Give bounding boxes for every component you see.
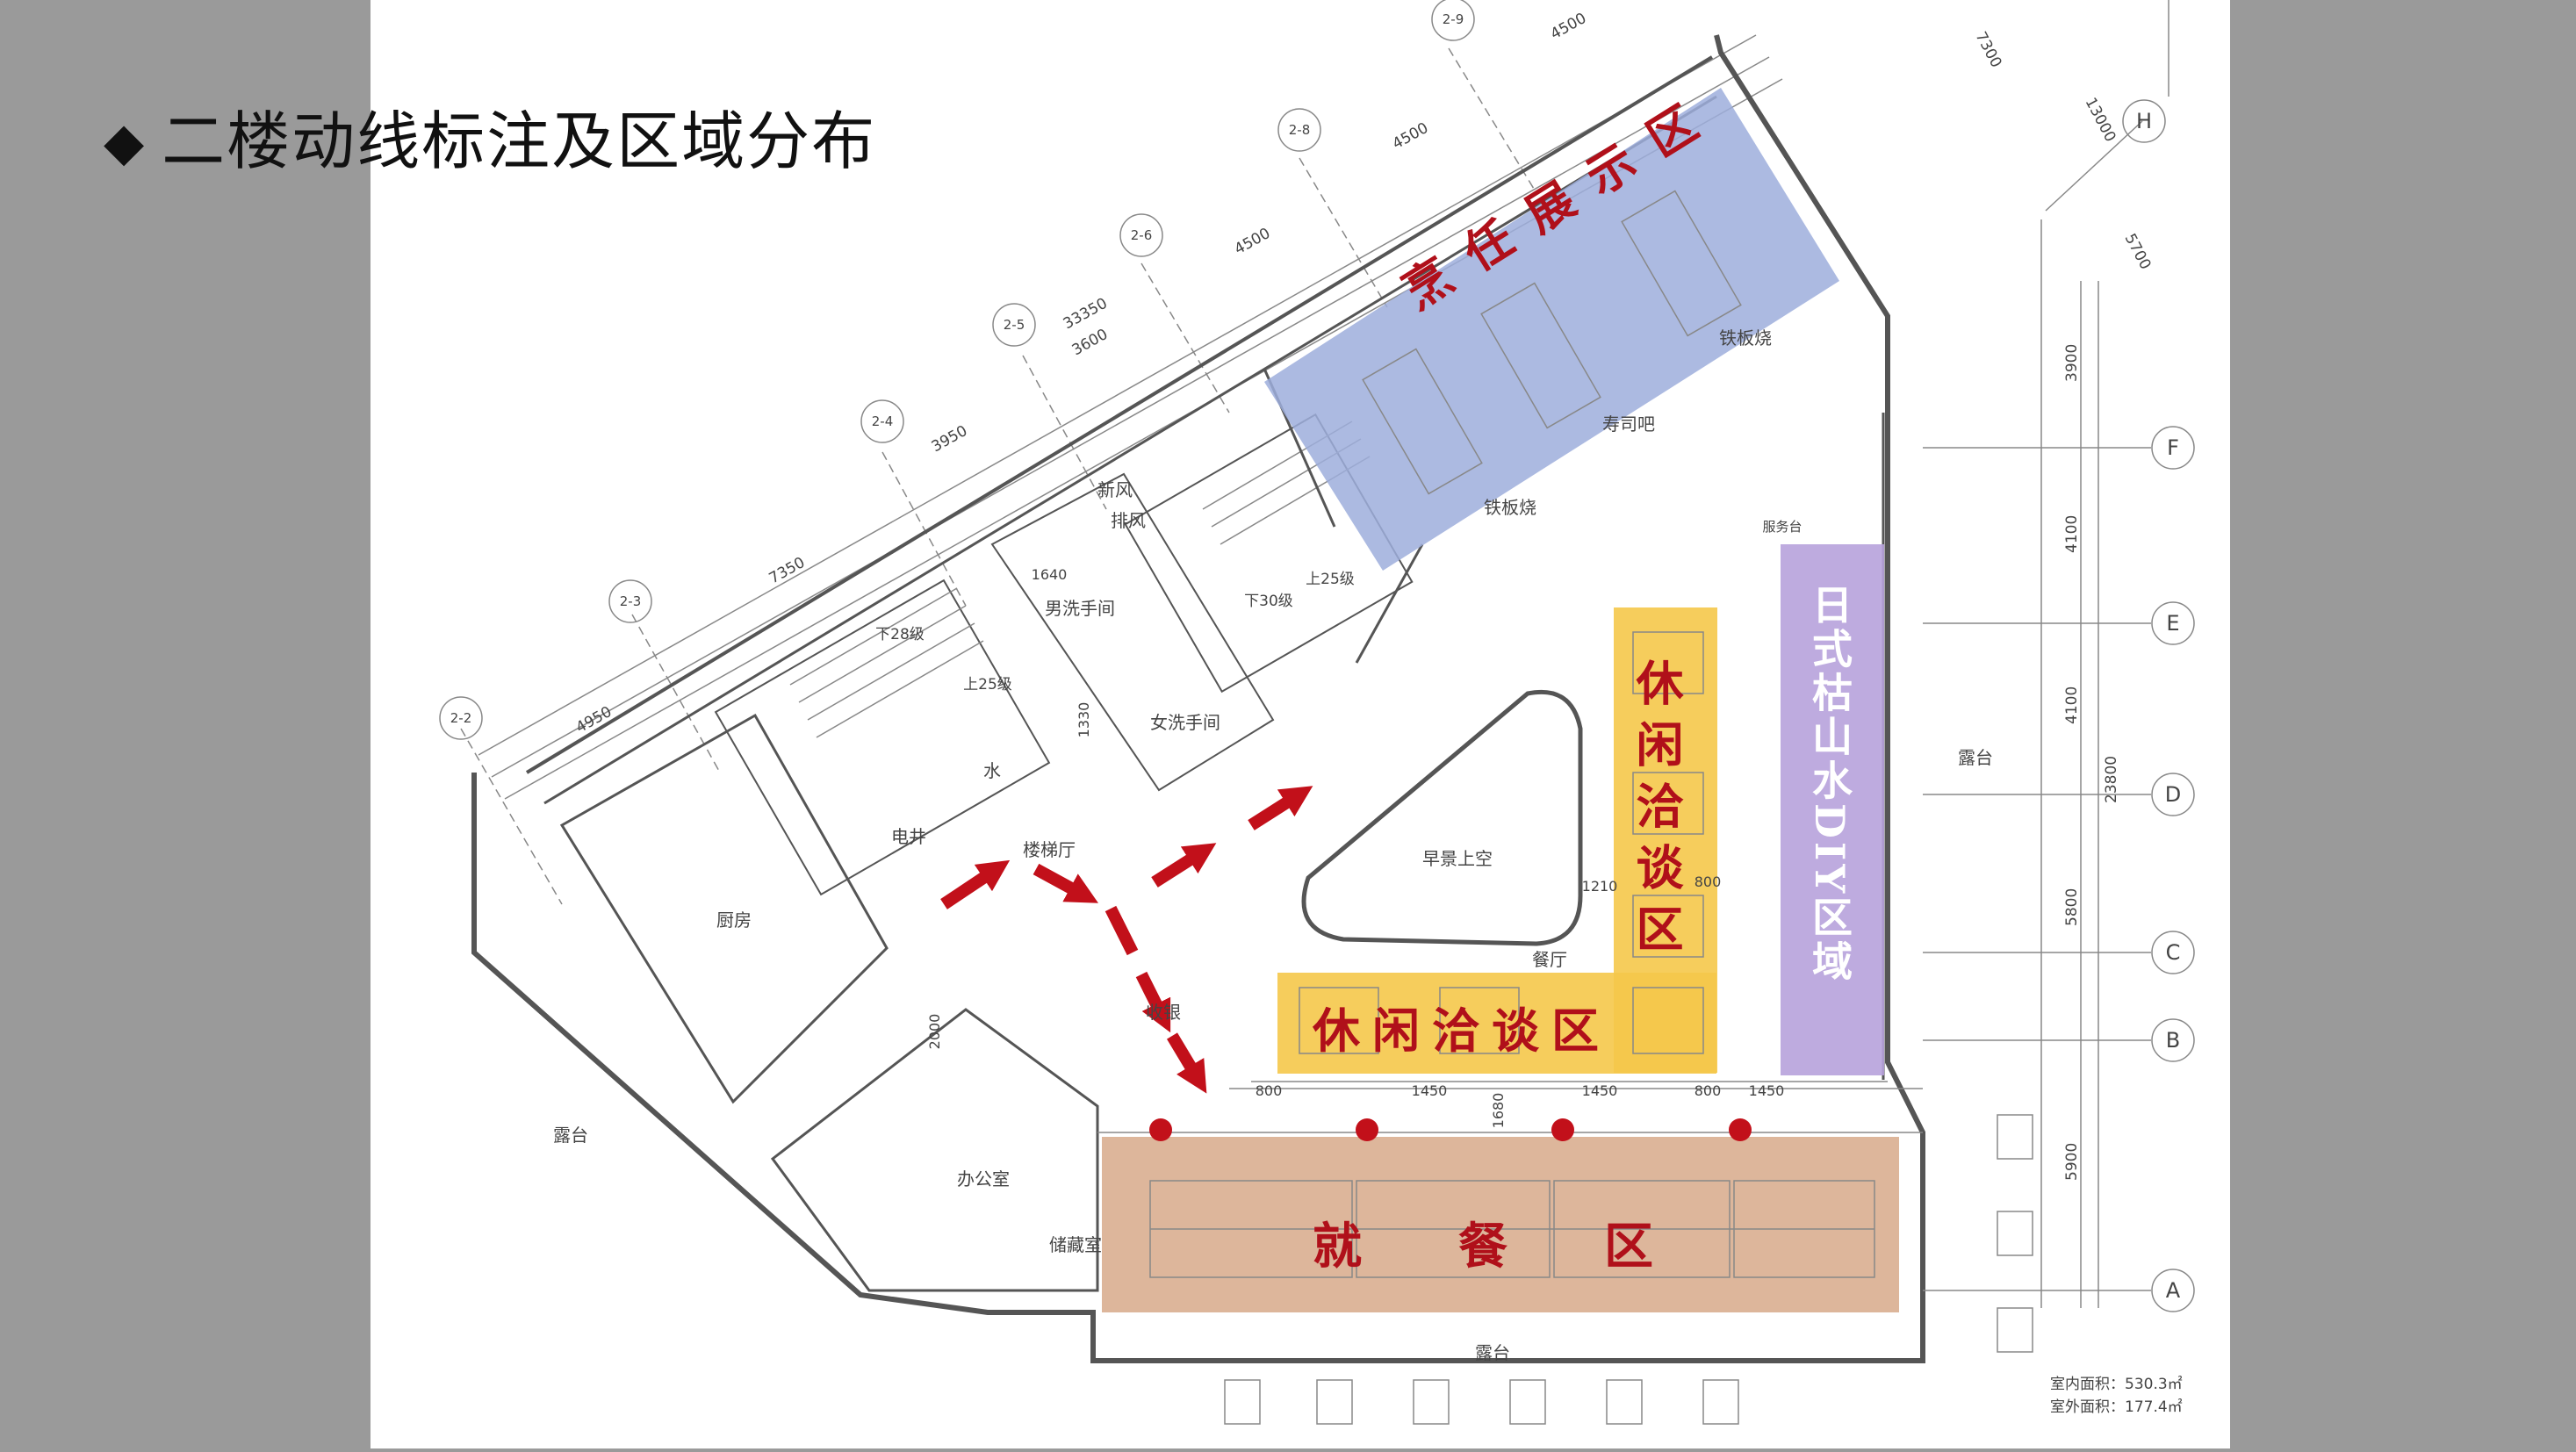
room-label-service-desk: 服务台 [1762,519,1802,535]
dimension-label: 1450 [1749,1082,1785,1099]
grid-dimension-right [1923,0,2195,1312]
room-label-kitchen: 厨房 [716,909,752,931]
room-label-stair-hall: 楼梯厅 [1023,839,1076,860]
zone-cooking-display [1264,88,1839,571]
dimension-label: 5800 [2063,888,2081,926]
flow-arrow [1105,905,1139,956]
stair-label: 下30级 [1244,593,1293,610]
terrace-tables [1224,1114,2033,1425]
flow-arrow [940,859,1011,909]
zone-label-zen-garden: 日式枯山水DIY区域 [1806,584,1853,985]
dimension-label: 1450 [1412,1082,1448,1099]
flow-arrow [1033,863,1098,903]
grid-axis-label: 2-8 [1289,122,1311,138]
room-label-terrace-bottom: 露台 [1475,1342,1510,1363]
room-label-water: 水 [983,760,1001,781]
grid-axis-label: 2-2 [450,710,472,726]
dimension-label: 1640 [1032,566,1068,583]
zone-dining [1102,1137,1899,1312]
grid-axis-label: 2-6 [1131,227,1153,243]
zone-label-dining: 就餐区 [1313,1218,1750,1276]
room-label-teppanyaki-a: 铁板烧 [1484,497,1536,518]
dimension-label: 1450 [1582,1082,1618,1099]
grid-axis-label: A [2166,1278,2181,1303]
flow-arrows [940,786,1313,1094]
room-label-cashier: 收银 [1146,1002,1181,1023]
flow-arrow [1248,786,1313,830]
room-label-womens-restroom: 女洗手间 [1150,712,1220,733]
dimension-label: 2000 [926,1014,943,1050]
room-label-dining-hall: 餐厅 [1532,949,1567,970]
flow-arrow [1151,843,1217,888]
room-label-storage: 储藏室 [1049,1234,1102,1255]
room-label-fresh-air: 新风 [1097,479,1133,500]
grid-axis-label: 2-9 [1443,11,1464,27]
dimension-label: 1680 [1490,1093,1507,1129]
flow-arrow [1135,971,1171,1033]
dimension-label-total: 23800 [2103,756,2120,803]
stair-label: 下28级 [875,626,925,643]
room-label-mens-restroom: 男洗手间 [1045,598,1115,619]
area-outdoor: 室外面积：177.4㎡ [2050,1398,2183,1416]
entrance-marker [1149,1118,1172,1141]
room-label-power-well: 电井 [891,826,926,847]
dimension-label: 1330 [1076,702,1092,738]
dimension-label: 800 [1256,1082,1283,1099]
room-label-sushi-bar: 寿司吧 [1602,413,1655,435]
dimension-label: 4100 [2063,515,2081,553]
room-label-terrace-left: 露台 [553,1125,588,1146]
grid-axis-label: D [2165,782,2181,807]
slide-title: ◆二楼动线标注及区域分布 [104,90,876,182]
room-label-teppanyaki-b: 铁板烧 [1719,327,1772,349]
entrance-marker [1356,1118,1378,1141]
stair-label: 上25级 [963,676,1012,694]
zone-label-leisure-horizontal: 休闲洽谈区 [1313,1003,1611,1059]
grid-axis-label: 2-5 [1004,317,1025,333]
grid-axis-label: E [2166,611,2179,636]
dimension-label: 4100 [2063,686,2081,724]
stair-label: 上25级 [1306,571,1355,588]
title-marker: ◆ [104,111,147,173]
dimension-label: 3900 [2063,344,2081,382]
grid-dimension-top [439,0,1783,905]
zone-label-leisure-vertical: 休闲洽谈区 [1628,658,1684,966]
title-text: 二楼动线标注及区域分布 [162,104,877,178]
grid-axis-label: H [2136,109,2152,133]
dimension-label: 800 [1695,873,1722,890]
area-indoor: 室内面积：530.3㎡ [2050,1376,2183,1393]
dimension-label: 800 [1695,1082,1722,1099]
zone-leisure-vertical [1614,607,1717,1073]
flow-arrow [1166,1032,1207,1094]
dimension-label: 1210 [1582,878,1618,895]
furniture [1149,190,1875,1278]
room-label-atrium: 早景上空 [1422,848,1493,869]
entrance-markers [1149,1118,1752,1141]
grid-axis-label: 2-4 [872,413,894,429]
dimension-label: 5900 [2063,1143,2081,1181]
grid-axis-label: 2-3 [620,593,642,609]
room-label-office: 办公室 [957,1168,1010,1190]
grid-axis-label: C [2166,940,2181,965]
grid-axis-label: F [2167,435,2179,460]
room-label-terrace-right: 露台 [1958,747,1993,768]
room-label-exhaust: 排风 [1111,510,1146,531]
grid-axis-label: B [2166,1028,2180,1053]
zone-zen-garden [1781,544,1884,1075]
entrance-marker [1551,1118,1574,1141]
entrance-marker [1729,1118,1752,1141]
